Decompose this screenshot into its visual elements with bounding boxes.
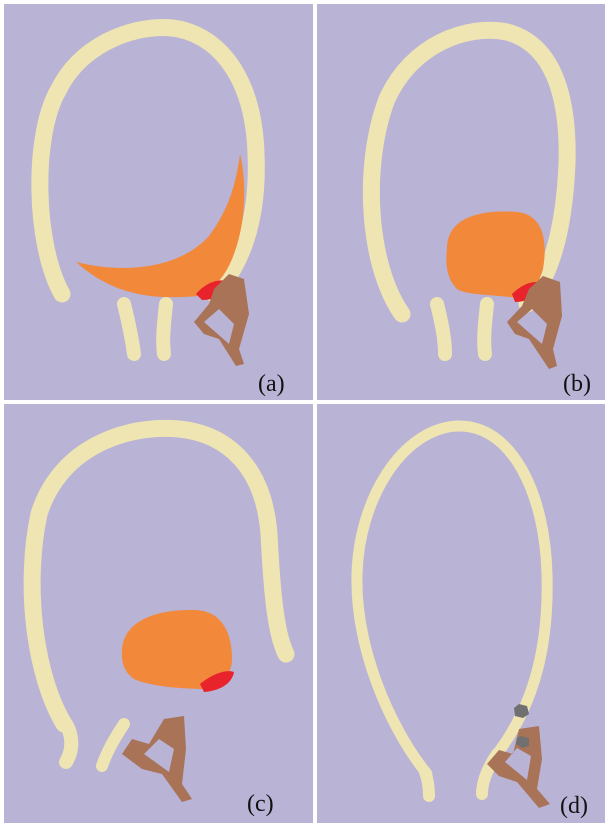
skull-base-stub-right	[102, 724, 124, 766]
panel-b-figure	[317, 4, 605, 400]
panel-a: (a)	[4, 4, 313, 400]
skull-base-stub-left	[425, 772, 429, 796]
skull-base-stub-left	[124, 304, 134, 354]
panel-d: (d)	[317, 404, 605, 823]
panel-label: (a)	[258, 372, 285, 396]
panel-c-figure	[4, 404, 313, 823]
panel-a-figure	[4, 4, 313, 400]
panel-label: (c)	[247, 792, 274, 816]
panel-label: (d)	[560, 794, 588, 818]
skull-base-stub-left	[66, 724, 71, 762]
orange-mass	[76, 154, 244, 297]
panel-label: (b)	[563, 372, 591, 396]
gray-marker-upper	[514, 704, 529, 718]
skull-base-stub-right	[163, 304, 166, 354]
brown-structure	[122, 716, 192, 802]
panel-c: (c)	[4, 404, 313, 823]
skull-outline	[357, 426, 547, 774]
skull-base-stub-right	[484, 304, 487, 354]
panel-d-figure	[317, 404, 605, 823]
panel-b: (b)	[317, 4, 605, 400]
skull-base-stub-left	[437, 304, 445, 354]
